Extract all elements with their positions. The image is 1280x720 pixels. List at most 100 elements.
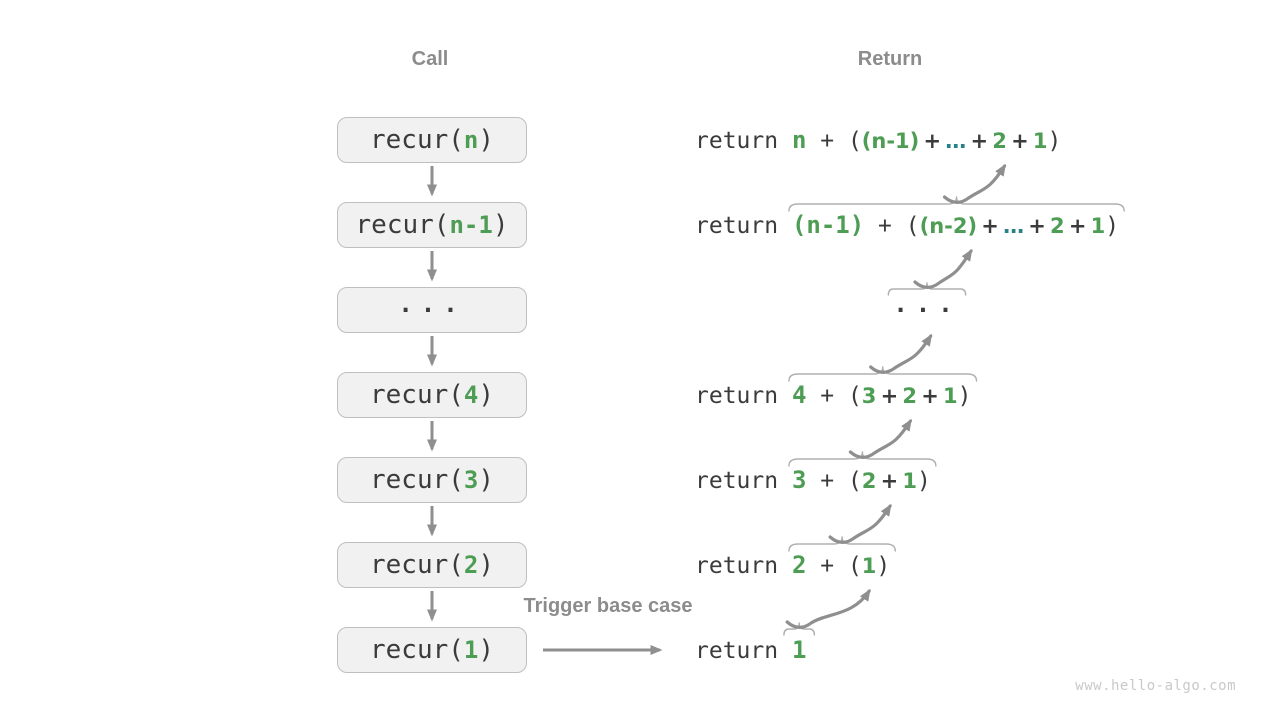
expression-segment: (n-1) [791,211,865,239]
expression-segment: + [1006,129,1033,153]
expression-segment: ··· [398,296,466,324]
expression-segment: (n-1) [861,129,920,153]
expression-segment: n-1 [449,211,493,239]
expression-segment: 3 [463,466,479,494]
expression-segment: recur( [369,125,464,155]
expression-segment: n [791,126,807,154]
expression-overbrace [783,622,816,636]
return-expression: return 3 + (2 + 1) [695,466,931,495]
expression-segment: ( [847,128,862,154]
expression-segment: 2 [791,551,807,579]
expression-segment: 3 [861,384,877,408]
return-substitution-arrow [785,588,871,629]
expression-segment: … [945,129,967,153]
expression-segment: recur( [355,210,450,240]
return-substitution-arrow [942,163,1007,204]
expression-segment: 2 [1050,214,1065,238]
expression-segment: (n-2) [919,214,978,238]
call-box: recur(3) [337,457,527,503]
expression-segment: ( [905,213,920,239]
expression-segment: + [806,553,848,579]
call-box: recur(4) [337,372,527,418]
expression-segment: recur( [369,380,464,410]
expression-segment: return [695,383,792,409]
expression-segment: 1 [902,469,918,493]
expression-segment: + [1064,214,1091,238]
expression-segment: + [806,468,848,494]
expression-segment: ) [478,635,495,665]
return-expression: return 2 + (1) [695,551,890,580]
expression-segment: 1 [943,384,958,408]
expression-segment: return [695,128,792,154]
expression-overbrace [887,282,967,296]
expression-segment: 1 [1032,129,1048,153]
expression-segment: + [966,129,993,153]
expression-segment: + [806,383,848,409]
expression-segment: ) [478,380,495,410]
expression-segment: return [695,638,792,664]
expression-segment: ) [1105,213,1120,239]
expression-segment: 3 [791,466,807,494]
call-column-header: Call [411,48,449,70]
return-expression: return 4 + (3 + 2 + 1) [695,381,972,410]
call-box: ··· [337,287,527,333]
expression-segment: ) [478,125,495,155]
expression-segment: ( [847,553,862,579]
expression-segment: ) [917,468,931,494]
expression-segment: recur( [369,465,464,495]
expression-segment: 2 [861,469,877,493]
call-box: recur(1) [337,627,527,673]
expression-segment: + [1024,214,1051,238]
expression-segment: ) [492,210,509,240]
expression-segment: ( [847,383,862,409]
expression-segment: 1 [791,636,807,664]
expression-segment: n [463,126,479,154]
return-substitution-arrow [848,418,913,459]
call-box: recur(2) [337,542,527,588]
return-substitution-arrow [869,333,933,374]
expression-segment: 2 [992,129,1007,153]
expression-segment: ) [478,550,495,580]
expression-segment: ) [1047,128,1062,154]
expression-segment: 1 [861,554,877,578]
expression-segment: + [977,214,1004,238]
expression-segment: 1 [463,636,479,664]
expression-segment: recur( [369,635,464,665]
expression-segment: return [695,213,792,239]
return-ellipsis-line: ··· [893,296,960,325]
expression-overbrace [788,536,896,552]
expression-overbrace [788,366,978,382]
expression-segment: ··· [893,296,961,324]
expression-segment: + [919,129,946,153]
return-expression: return 1 [695,636,806,665]
expression-segment: recur( [369,550,464,580]
expression-segment: 4 [463,381,479,409]
expression-segment: return [695,468,792,494]
expression-segment: + [864,213,906,239]
expression-overbrace [788,451,937,467]
expression-segment: + [917,384,944,408]
expression-segment: ) [876,553,891,579]
expression-segment: 4 [791,381,807,409]
expression-segment: ) [478,465,495,495]
return-substitution-arrow [828,503,892,544]
expression-segment: ) [957,383,972,409]
expression-segment: + [876,384,903,408]
call-box: recur(n-1) [337,202,527,248]
expression-segment: ( [847,468,862,494]
expression-segment: return [695,553,792,579]
call-box: recur(n) [337,117,527,163]
trigger-base-case-label: Trigger base case [523,595,693,617]
return-expression: return n + ((n-1) + … + 2 + 1) [695,126,1061,155]
expression-segment: + [806,128,848,154]
expression-segment: … [1003,214,1025,238]
expression-segment: 1 [1090,214,1106,238]
return-expression: return (n-1) + ((n-2) + … + 2 + 1) [695,211,1119,240]
expression-segment: + [876,469,903,493]
expression-segment: 2 [463,551,479,579]
return-substitution-arrow [913,248,973,289]
return-column-header: Return [857,48,923,70]
watermark: www.hello-algo.com [1075,678,1236,694]
expression-segment: 2 [902,384,918,408]
